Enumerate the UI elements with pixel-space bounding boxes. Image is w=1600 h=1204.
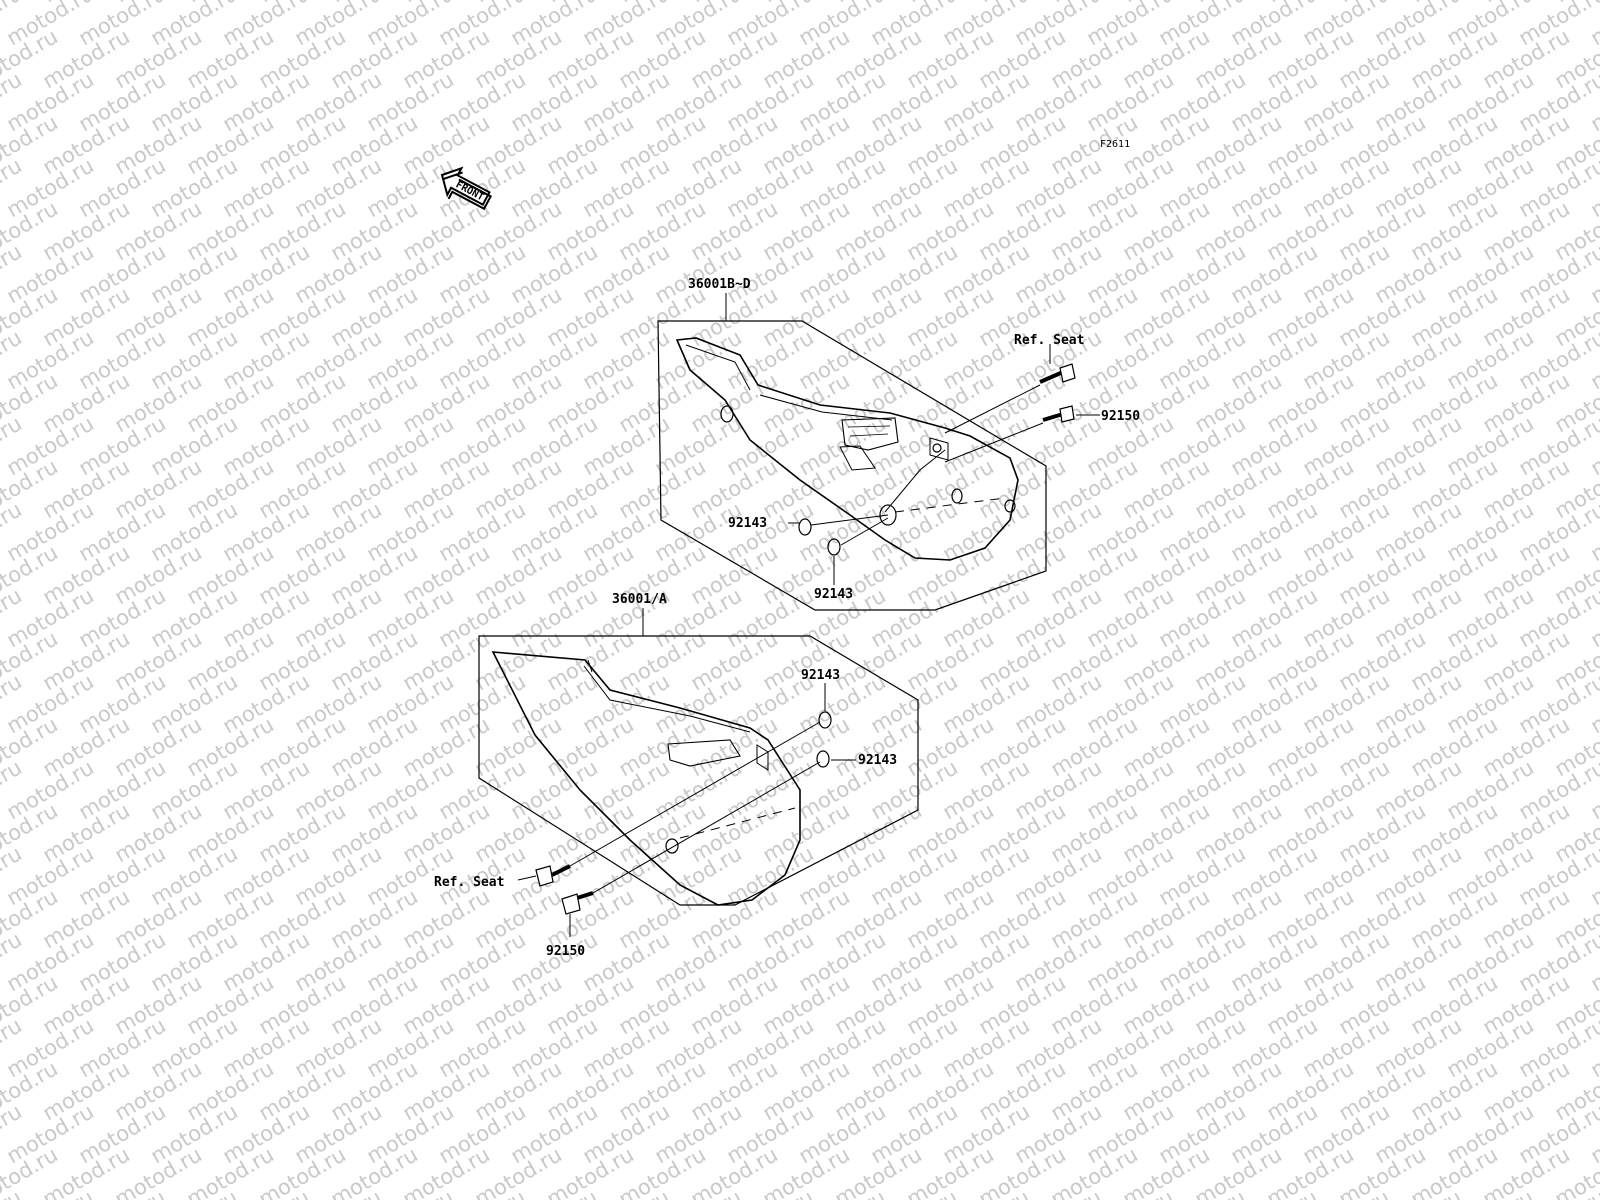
- label-lower-collar-top: 92143: [801, 668, 840, 683]
- label-lower-collar-right: 92143: [858, 753, 897, 768]
- label-lower-bolt: 92150: [546, 944, 585, 959]
- label-lower-cover: 36001/A: [612, 592, 667, 607]
- label-upper-collar-left: 92143: [728, 516, 767, 531]
- figure-code: F2611: [1100, 139, 1130, 150]
- label-upper-ref-seat: Ref. Seat: [1014, 333, 1084, 348]
- label-upper-collar-bottom: 92143: [814, 587, 853, 602]
- label-upper-bolt: 92150: [1101, 409, 1140, 424]
- label-lower-ref-seat: Ref. Seat: [434, 875, 504, 890]
- lower-collar-right-icon: [817, 751, 829, 767]
- label-upper-cover: 36001B~D: [688, 277, 751, 292]
